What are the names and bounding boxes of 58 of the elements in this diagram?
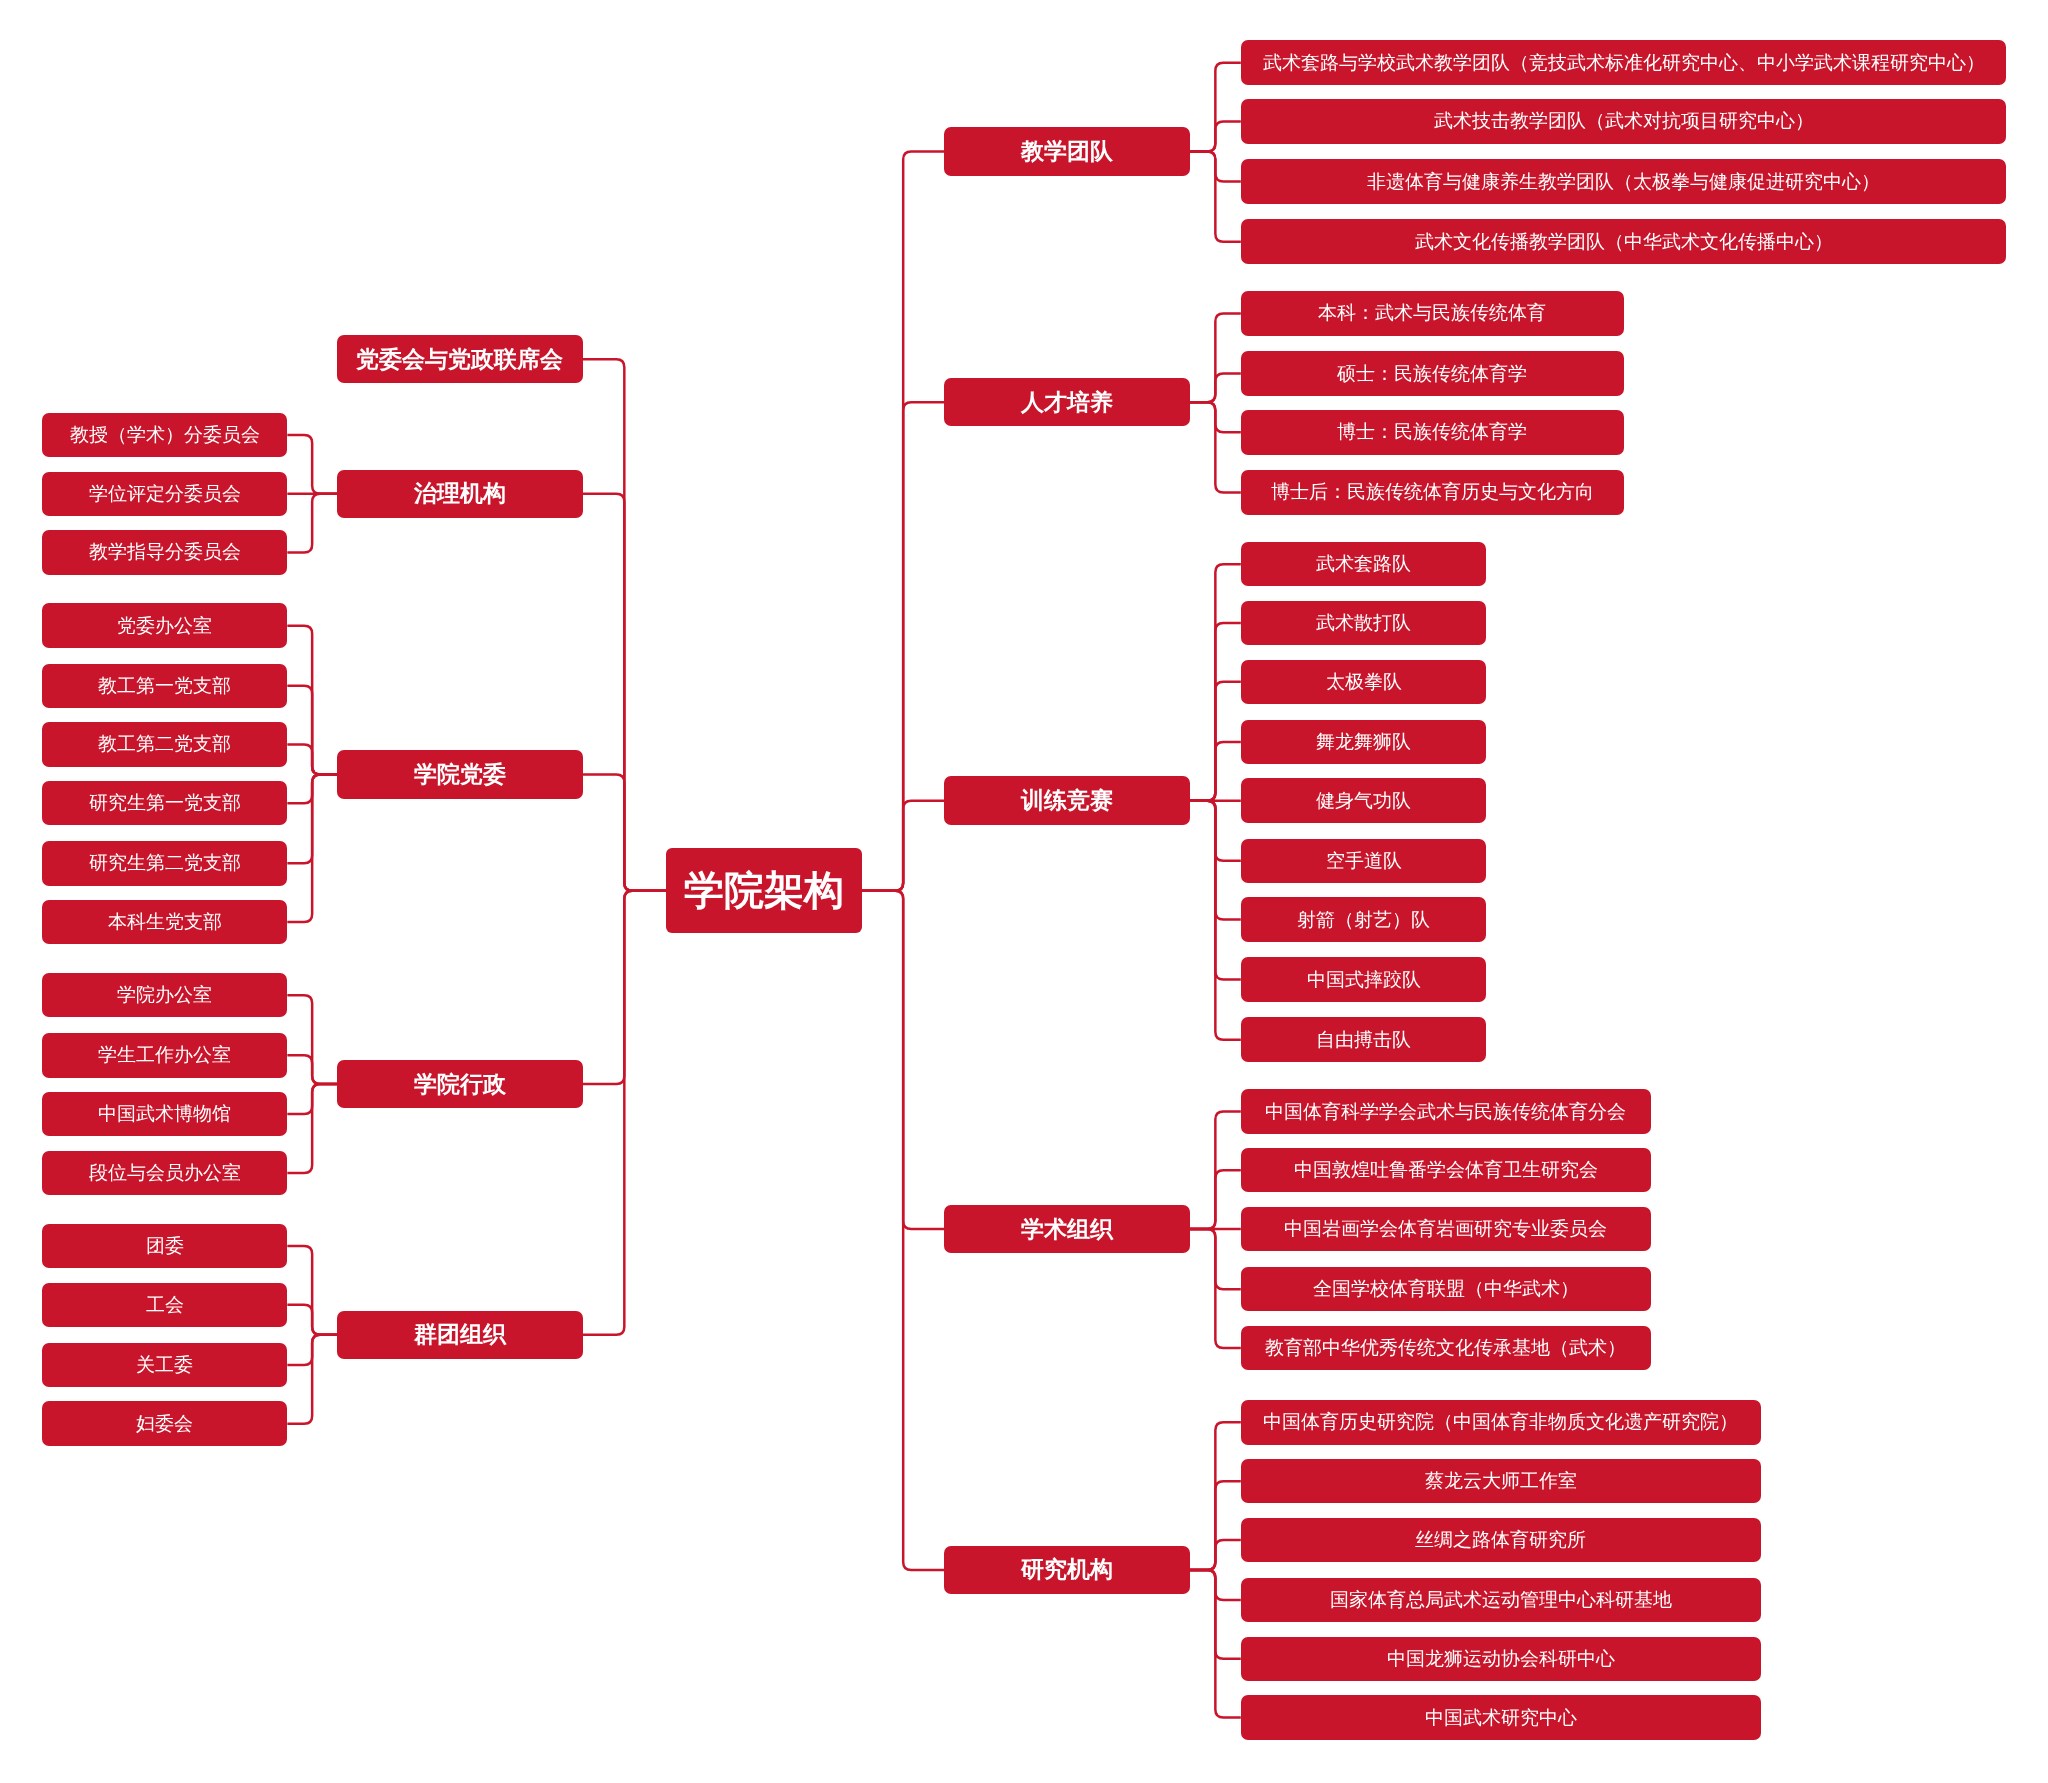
unit-box: 教工第一党支部 [41, 663, 288, 708]
unit-box: 中国岩画学会体育岩画研究专业委员会 [1240, 1206, 1651, 1252]
unit-box: 关工委 [41, 1342, 288, 1388]
unit-box: 健身气功队 [1240, 778, 1487, 823]
unit-box: 丝绸之路体育研究所 [1240, 1517, 1761, 1563]
unit-box: 研究生第二党支部 [41, 841, 288, 886]
unit-box: 中国体育历史研究院（中国体育非物质文化遗产研究院） [1240, 1400, 1761, 1445]
category-box: 研究机构 [944, 1545, 1190, 1595]
unit-box: 中国武术研究中心 [1240, 1695, 1761, 1740]
unit-box: 武术技击教学团队（武术对抗项目研究中心） [1240, 99, 2007, 144]
unit-box: 射箭（射艺）队 [1240, 897, 1487, 942]
unit-box: 教工第二党支部 [41, 722, 288, 767]
unit-box: 非遗体育与健康养生教学团队（太极拳与健康促进研究中心） [1240, 159, 2007, 204]
category-box: 教学团队 [944, 127, 1190, 176]
unit-box: 空手道队 [1240, 838, 1487, 883]
unit-box: 武术散打队 [1240, 600, 1487, 646]
unit-box: 教育部中华优秀传统文化传承基地（武术） [1240, 1325, 1651, 1371]
category-box: 群团组织 [336, 1310, 583, 1359]
unit-box: 中国敦煌吐鲁番学会体育卫生研究会 [1240, 1148, 1651, 1193]
unit-box: 中国式摔跤队 [1240, 957, 1487, 1002]
unit-box: 舞龙舞狮队 [1240, 719, 1487, 765]
unit-box: 学生工作办公室 [41, 1033, 288, 1078]
category-box: 党委会与党政联席会 [336, 335, 583, 384]
unit-box: 自由搏击队 [1240, 1017, 1487, 1062]
connector-line [862, 889, 945, 1572]
category-box: 学术组织 [944, 1204, 1190, 1254]
category-box: 人才培养 [944, 378, 1190, 427]
unit-box: 工会 [41, 1282, 288, 1327]
category-box: 训练竞赛 [944, 776, 1190, 825]
category-box: 治理机构 [336, 469, 583, 518]
unit-box: 硕士：民族传统体育学 [1240, 351, 1624, 396]
unit-box: 团委 [41, 1223, 288, 1269]
unit-box: 妇委会 [41, 1401, 288, 1446]
unit-box: 教授（学术）分委员会 [41, 412, 288, 458]
unit-box: 博士后：民族传统体育历史与文化方向 [1240, 470, 1624, 515]
unit-box: 国家体育总局武术运动管理中心科研基地 [1240, 1577, 1761, 1623]
unit-box: 全国学校体育联盟（中华武术） [1240, 1266, 1651, 1312]
unit-box: 武术套路队 [1240, 542, 1487, 587]
unit-box: 博士：民族传统体育学 [1240, 410, 1624, 455]
unit-box: 蔡龙云大师工作室 [1240, 1458, 1761, 1504]
root-box: 学院架构 [666, 848, 862, 934]
unit-box: 学院办公室 [41, 973, 288, 1018]
category-box: 学院行政 [336, 1059, 583, 1109]
unit-box: 党委办公室 [41, 603, 288, 648]
unit-box: 中国龙狮运动协会科研中心 [1240, 1636, 1761, 1681]
unit-box: 太极拳队 [1240, 659, 1487, 704]
unit-box: 教学指导分委员会 [41, 530, 288, 575]
unit-box: 中国体育科学学会武术与民族传统体育分会 [1240, 1089, 1651, 1134]
connector-line [582, 889, 667, 1337]
unit-box: 研究生第一党支部 [41, 781, 288, 826]
unit-box: 本科：武术与民族传统体育 [1240, 291, 1624, 336]
unit-box: 段位与会员办公室 [41, 1150, 288, 1196]
unit-box: 中国武术博物馆 [41, 1091, 288, 1137]
unit-box: 武术文化传播教学团队（中华武术文化传播中心） [1240, 219, 2007, 264]
category-box: 学院党委 [336, 750, 583, 799]
unit-box: 武术套路与学校武术教学团队（竞技武术标准化研究中心、中小学武术课程研究中心） [1240, 40, 2007, 85]
unit-box: 本科生党支部 [41, 899, 288, 945]
unit-box: 学位评定分委员会 [41, 471, 288, 516]
